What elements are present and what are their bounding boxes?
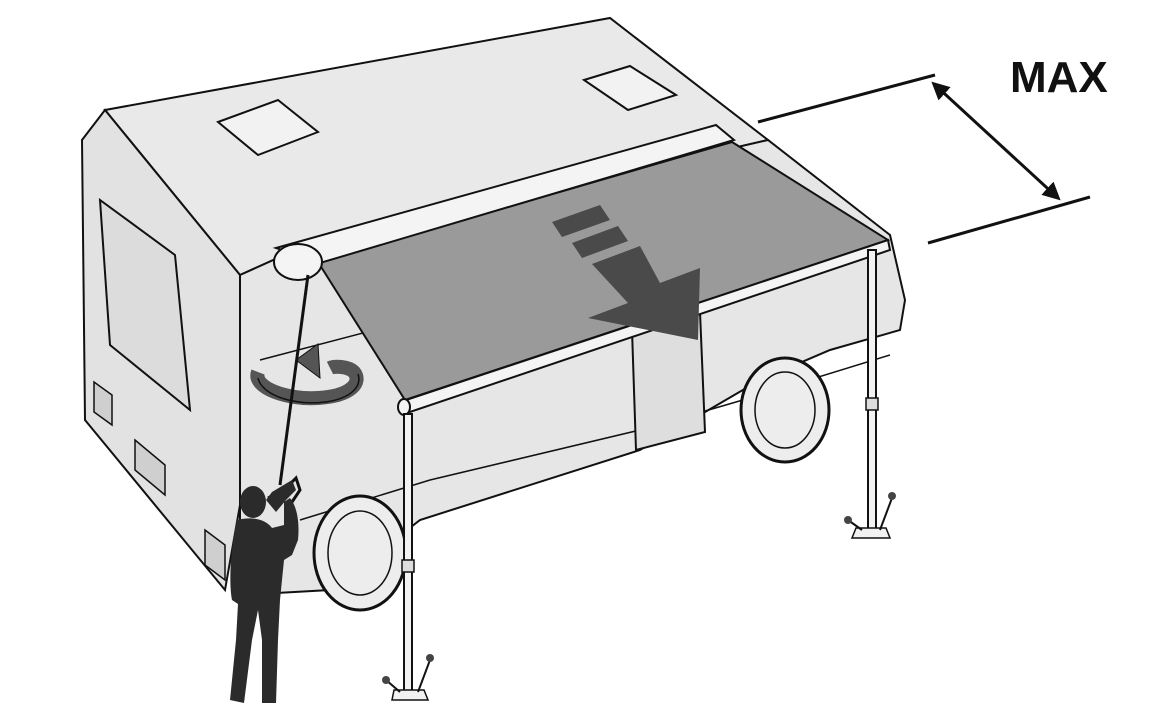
support-leg-right xyxy=(844,249,896,539)
cassette-end-cap xyxy=(273,243,323,281)
front-wheel xyxy=(739,356,831,464)
roof-hatch-right xyxy=(581,64,679,112)
rear-window xyxy=(98,197,192,413)
person-silhouette xyxy=(230,480,299,703)
rear-light-upper xyxy=(93,380,113,427)
dimension-line-upper xyxy=(757,73,936,124)
arrow-stripe-1 xyxy=(552,205,610,237)
roof-hatch-left xyxy=(216,98,320,157)
double-headed-arrow-icon xyxy=(931,81,1061,201)
diagonal-arrow-icon xyxy=(552,205,700,340)
rear-wheel xyxy=(312,494,408,612)
arrow-stripe-2 xyxy=(572,226,628,258)
rotate-arrow-icon xyxy=(250,343,364,406)
max-dimension: MAX xyxy=(757,53,1108,245)
arrow-body xyxy=(588,246,700,340)
dimension-line-lower xyxy=(927,195,1091,245)
max-label: MAX xyxy=(1010,53,1108,102)
front-bar-end-cap xyxy=(397,398,411,416)
support-leg-left xyxy=(382,413,434,701)
rear-light-bottom xyxy=(204,528,226,582)
rear-light-lower xyxy=(134,438,166,497)
crank-rod xyxy=(278,274,310,486)
